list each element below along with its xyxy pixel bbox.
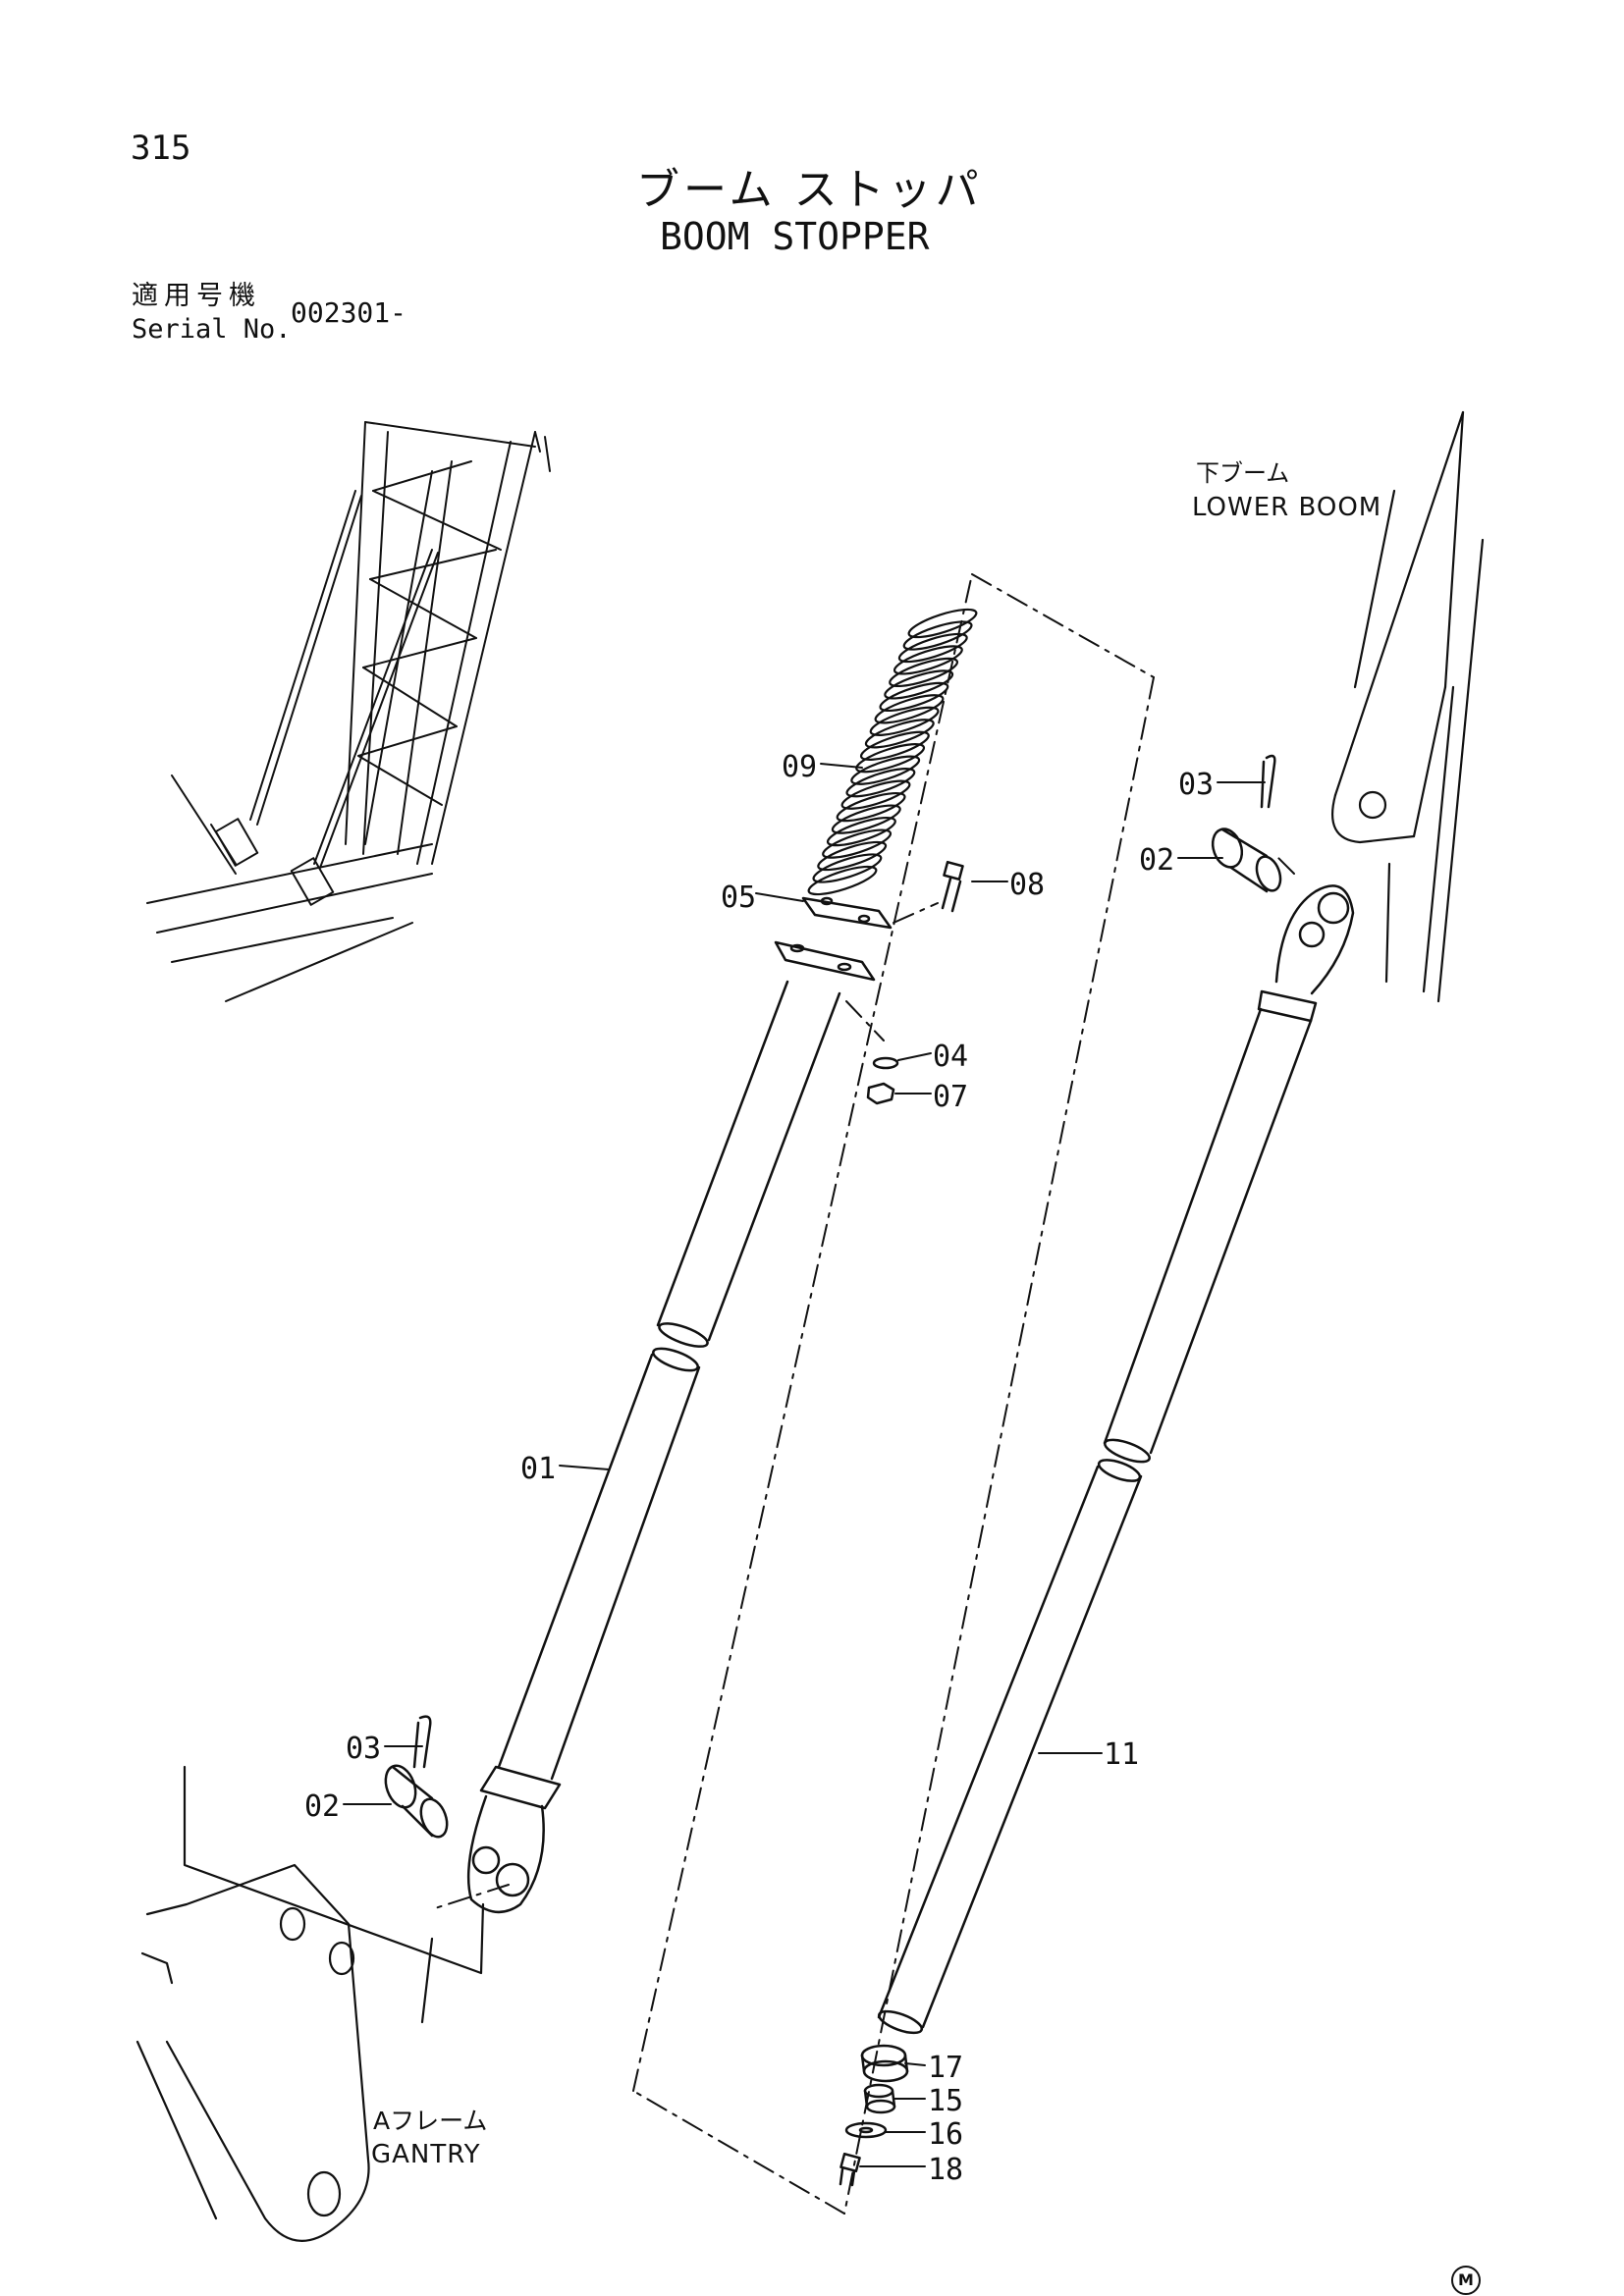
cotter-pin-part-03-upper: [1260, 754, 1276, 809]
spring-coil: [812, 853, 883, 883]
gantry-label-japanese: Aフレーム: [373, 2107, 488, 2135]
rod-part-01: [466, 980, 841, 1913]
part-label-02-lower: 02: [304, 1789, 341, 1824]
spring-coil: [836, 791, 906, 823]
spring-coil: [869, 706, 940, 736]
part-label-01: 01: [520, 1452, 557, 1486]
part-label-11: 11: [1104, 1737, 1140, 1772]
part-label-09: 09: [782, 750, 818, 784]
spring-coil: [893, 645, 963, 675]
spring-part-09: [807, 608, 978, 896]
collar-part-15: [863, 2083, 896, 2114]
leader-lines: [343, 763, 1266, 2167]
spring-coil: [874, 694, 945, 724]
serial-number-value: 002301-: [291, 296, 407, 329]
spring-coil: [826, 816, 896, 847]
spring-coil: [850, 755, 921, 785]
lower-boom-label-japanese: 下ブーム: [1196, 459, 1290, 487]
spring-coil: [884, 669, 954, 700]
washer-part-04: [872, 1056, 899, 1070]
rod-part-11: [877, 884, 1355, 2035]
bolt-part-08: [941, 860, 964, 913]
rod-flange: [774, 940, 876, 982]
lower-boom-label-english: LOWER BOOM: [1192, 493, 1382, 522]
part-label-15: 15: [928, 2084, 964, 2118]
spring-coil: [822, 828, 893, 859]
part-label-05: 05: [721, 881, 757, 915]
cotter-pin-part-03-lower: [412, 1715, 432, 1769]
m-mark-icon: M: [1451, 2266, 1481, 2295]
part-label-07: 07: [933, 1080, 969, 1114]
washer-part-16: [844, 2121, 888, 2139]
part-label-03-lower: 03: [346, 1732, 382, 1766]
serial-label-english: Serial No.: [132, 314, 292, 345]
bushing-part-17: [860, 2044, 909, 2083]
spring-coil: [897, 632, 968, 664]
spring-coil: [907, 608, 978, 639]
spring-coil: [859, 730, 930, 761]
bolt-part-18: [839, 2152, 861, 2187]
part-label-02-upper: 02: [1139, 843, 1175, 878]
crane-mast-inset: [146, 421, 551, 1002]
spring-coil: [902, 620, 973, 651]
spring-coil: [864, 719, 935, 749]
part-label-17: 17: [928, 2051, 964, 2085]
part-label-18: 18: [928, 2153, 964, 2187]
part-label-04: 04: [933, 1040, 969, 1074]
spring-coil: [845, 768, 916, 798]
nut-part-07: [866, 1082, 895, 1105]
spring-coil: [807, 865, 878, 896]
spring-coil: [831, 804, 901, 834]
plate-part-05: [801, 896, 893, 930]
gantry-label-english: GANTRY: [371, 2140, 481, 2169]
spring-coil: [855, 743, 926, 774]
title-english: BOOM STOPPER: [660, 215, 930, 258]
spring-coil: [817, 840, 888, 872]
spring-coil: [840, 779, 911, 810]
gantry-frame: [135, 1765, 485, 2242]
title-japanese: ブーム ストッパ: [636, 165, 983, 215]
serial-label-japanese: 適用号機: [132, 281, 261, 311]
part-label-03-upper: 03: [1178, 768, 1215, 802]
part-label-08: 08: [1009, 868, 1046, 902]
spring-coil: [889, 657, 959, 688]
assembly-centerlines: [431, 573, 1295, 2215]
lower-boom-structure: [1330, 410, 1485, 1003]
spring-coil: [879, 681, 949, 713]
pin-part-02-upper: [1211, 828, 1282, 893]
pin-part-02-lower: [384, 1764, 449, 1839]
page-number: 315: [131, 129, 191, 168]
part-label-16: 16: [928, 2117, 964, 2152]
